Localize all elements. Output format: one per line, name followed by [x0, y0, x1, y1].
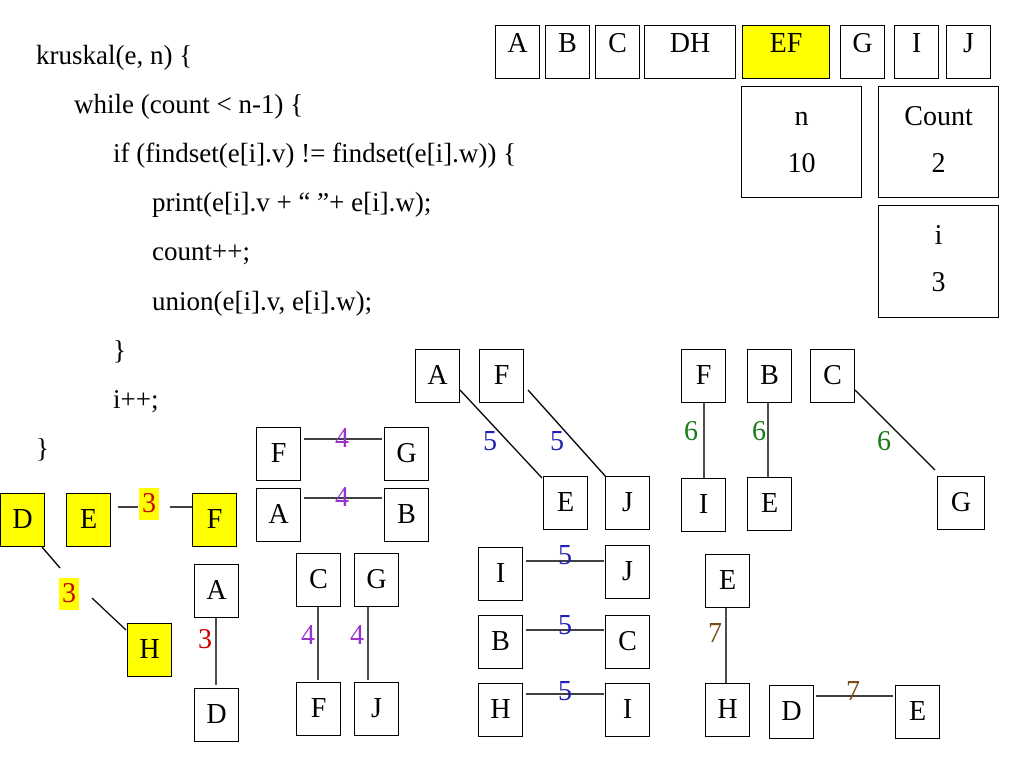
node-f-6: F	[681, 349, 726, 403]
code-line-4: print(e[i].v + “ ”+ e[i].w);	[152, 187, 432, 217]
variable-value-i: 3	[931, 267, 946, 299]
edge-weight-ij-5: 5	[558, 540, 572, 571]
edge-weight-ae-5: 5	[483, 426, 497, 457]
code-line-8: i++;	[113, 384, 159, 414]
edge-line-ae-5	[459, 389, 543, 479]
node-f-4b: F	[296, 682, 341, 736]
edge-weight-bc-5: 5	[558, 610, 572, 641]
node-h-7: H	[705, 683, 750, 737]
edge-line-cg-6	[854, 389, 936, 471]
node-e-6: E	[747, 477, 792, 531]
node-j-5b: J	[605, 545, 650, 599]
edge-weight-hi-5: 5	[558, 676, 572, 707]
node-f-hl: F	[192, 493, 237, 547]
edge-weight-cf-4: 4	[301, 620, 315, 651]
node-e-5: E	[543, 476, 588, 530]
code-line-1: kruskal(e, n) {	[36, 40, 193, 70]
code-line-2: while (count < n-1) {	[74, 89, 304, 119]
node-a-4: A	[256, 488, 301, 542]
edge-weight-fg-4: 4	[335, 423, 349, 454]
edge-weight-cg-6: 6	[877, 426, 891, 457]
variable-box-n: n 10	[741, 86, 862, 198]
edge-weight-be-6: 6	[752, 416, 766, 447]
set-box-ef: EF	[742, 25, 830, 79]
set-box-j: J	[946, 25, 991, 79]
edge-line-dh-3	[41, 546, 61, 569]
node-h-hl: H	[127, 623, 172, 677]
node-g-4b: G	[354, 553, 399, 607]
node-e-7b: E	[895, 685, 940, 739]
set-box-g: G	[840, 25, 885, 79]
edge-weight-ad-3: 3	[198, 624, 212, 655]
node-e-7: E	[705, 554, 750, 608]
edge-weight-ab-4: 4	[335, 482, 349, 513]
code-line-6: union(e[i].v, e[i].w);	[152, 286, 373, 316]
edge-weight-eh-7: 7	[708, 618, 722, 649]
node-b-5: B	[478, 615, 523, 669]
variable-box-i: i 3	[878, 205, 999, 318]
variable-value-n: 10	[787, 147, 816, 179]
node-i-5: I	[478, 547, 523, 601]
node-a-3: A	[194, 564, 239, 618]
node-h-5: H	[478, 683, 523, 737]
node-j-5: J	[605, 476, 650, 530]
node-j-4: J	[354, 682, 399, 736]
edge-weight-gj-4: 4	[350, 620, 364, 651]
node-b-6: B	[747, 349, 792, 403]
edge-line-fj-5	[527, 389, 608, 479]
variable-value-count: 2	[931, 147, 946, 179]
variable-label-count: Count	[904, 100, 973, 132]
variable-box-count: Count 2	[878, 86, 999, 198]
code-line-9: }	[36, 433, 49, 463]
set-box-i: I	[894, 25, 939, 79]
node-c-5: C	[605, 615, 650, 669]
node-d-7: D	[769, 685, 814, 739]
edge-weight-fi-6: 6	[684, 416, 698, 447]
edge-weight-dh-3: 3	[59, 578, 79, 610]
code-line-3: if (findset(e[i].v) != findset(e[i].w)) …	[113, 138, 517, 168]
node-f-4: F	[256, 427, 301, 481]
variable-label-n: n	[794, 100, 809, 132]
node-g-4: G	[384, 427, 429, 481]
node-d-3: D	[194, 688, 239, 742]
node-b-4: B	[384, 488, 429, 542]
node-e-hl: E	[66, 493, 111, 547]
node-d-hl: D	[0, 493, 45, 547]
edge-line-dh-3b	[91, 597, 127, 631]
code-line-7: }	[113, 335, 126, 365]
set-box-dh: DH	[644, 25, 736, 79]
node-c-4: C	[296, 553, 341, 607]
set-box-c: C	[595, 25, 640, 79]
node-g-6: G	[937, 476, 985, 530]
set-box-b: B	[545, 25, 590, 79]
variable-label-i: i	[934, 219, 943, 251]
edge-weight-ef-3: 3	[139, 488, 159, 520]
node-i-5b: I	[605, 683, 650, 737]
node-f-5: F	[479, 349, 524, 403]
code-line-5: count++;	[152, 236, 250, 266]
edge-weight-de-7: 7	[846, 676, 860, 707]
edge-weight-fj-5: 5	[550, 426, 564, 457]
set-box-a: A	[495, 25, 540, 79]
node-a-5: A	[415, 349, 460, 403]
node-i-6: I	[681, 478, 726, 532]
node-c-6: C	[810, 349, 855, 403]
